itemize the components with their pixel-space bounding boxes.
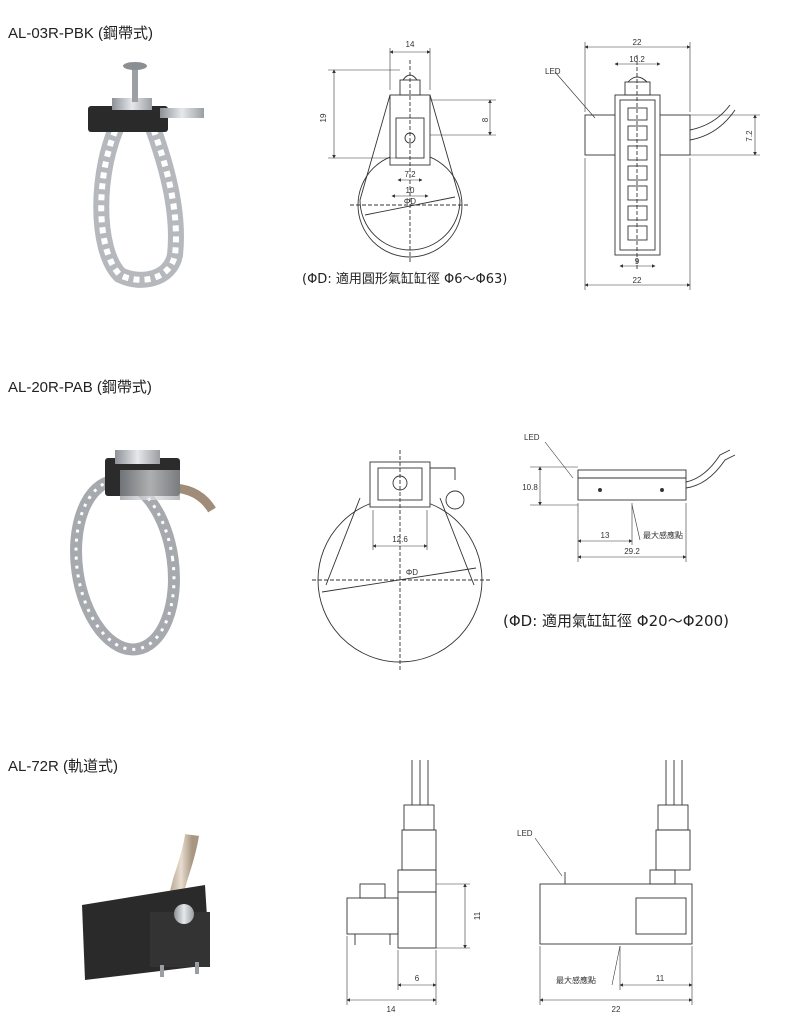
title-al-72r: AL-72R (軌道式)	[8, 758, 119, 775]
dim-labels-al-20r-pab-front: 12.6 ΦD	[392, 535, 418, 577]
dim-11-side: 11	[656, 974, 665, 983]
photo-al-03r-pbk	[88, 62, 204, 288]
dims-al-03r-pbk-front	[328, 48, 496, 198]
max-sense-point-1: 最大感應點	[643, 530, 683, 540]
drawing-al-03r-pbk-side	[584, 55, 736, 270]
photo-al-20r-pab	[70, 450, 216, 656]
drawing-al-20r-pab-front	[312, 450, 490, 670]
led-label-2: LED	[524, 433, 540, 442]
dims-al-20r-pab-front	[372, 510, 428, 550]
led-label-1: LED	[545, 67, 561, 76]
caption-al-03r-pbk: (ΦD: 適用圓形氣缸缸徑 Φ6～Φ63)	[302, 272, 508, 287]
dim-labels-al-72r-front: 11 6 14	[387, 911, 482, 1014]
dim-11-front: 11	[473, 911, 482, 920]
title-al-03r-pbk: AL-03R-PBK (鋼帶式)	[8, 25, 154, 42]
drawing-al-72r-side	[539, 760, 693, 945]
dim-10-2: 10.2	[629, 55, 645, 64]
dims-al-03r-pbk-side	[554, 42, 760, 290]
dim-9: 9	[635, 257, 640, 266]
drawing-al-72r-front	[346, 760, 437, 949]
dim-labels-al-20r-pab-side: 10.8 13 29.2 最大感應點 LED	[522, 433, 683, 556]
title-al-20r-pab: AL-20R-PAB (鋼帶式)	[8, 379, 152, 396]
dim-19: 19	[319, 113, 328, 122]
dim-labels-al-03r-pbk-side: 22 10.2 7.2 9 22 LED	[545, 38, 754, 285]
dim-6: 6	[415, 974, 420, 983]
photo-al-72r	[82, 833, 210, 980]
dim-labels-al-03r-pbk-front: 14 19 8 7.2 10 ΦD	[319, 40, 490, 206]
max-sense-point-2: 最大感應點	[556, 975, 596, 985]
dims-al-72r-side	[534, 837, 693, 1005]
dim-29-2: 29.2	[624, 547, 640, 556]
dim-labels-al-72r-side: 11 22 最大感應點 LED	[517, 829, 665, 1014]
caption-al-20r-pab: (ΦD: 適用氣缸缸徑 Φ20～Φ200)	[503, 612, 729, 630]
dim-22-top: 22	[633, 38, 642, 47]
dim-14-bottom: 14	[387, 1005, 396, 1014]
dim-14: 14	[406, 40, 415, 49]
dims-al-72r-front	[346, 883, 470, 1005]
dim-7-2: 7.2	[404, 170, 416, 179]
dims-al-20r-pab-side	[530, 441, 687, 562]
dim-13: 13	[601, 531, 610, 540]
drawing-al-03r-pbk-front	[350, 60, 470, 262]
dim-10: 10	[406, 186, 415, 195]
drawing-al-20r-pab-side	[577, 449, 736, 501]
dim-10-8: 10.8	[522, 483, 538, 492]
dim-phid-1: ΦD	[404, 197, 416, 206]
dim-22-bottom: 22	[633, 276, 642, 285]
dim-12-6: 12.6	[392, 535, 408, 544]
dim-phid-2: ΦD	[406, 568, 418, 577]
dim-7-2-side: 7.2	[745, 130, 754, 142]
led-label-3: LED	[517, 829, 533, 838]
dim-8: 8	[481, 117, 490, 122]
dim-22-side: 22	[612, 1005, 621, 1014]
